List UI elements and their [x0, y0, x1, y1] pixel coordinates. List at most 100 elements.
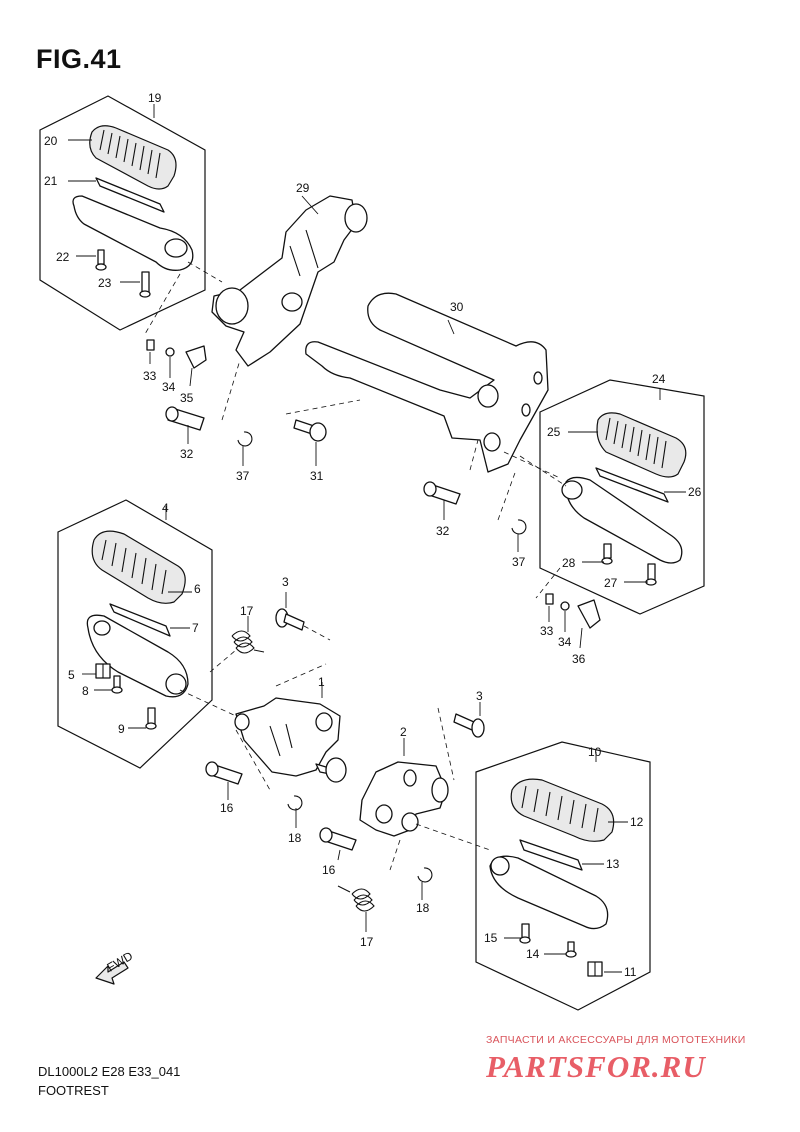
spring-33	[146, 339, 155, 351]
callout-29: 29	[296, 181, 310, 195]
spring-17-left	[231, 616, 265, 654]
callout-3-upper: 3	[282, 575, 289, 589]
callout-32-right: 32	[436, 524, 450, 538]
callout-14: 14	[526, 947, 540, 961]
rear-bracket-30	[305, 292, 561, 479]
callout-37-left: 37	[236, 469, 250, 483]
footpeg-assembly-10-group	[475, 741, 651, 1011]
bolt-3-lower	[437, 702, 485, 781]
callout-16-left: 16	[220, 801, 234, 815]
callout-23: 23	[98, 276, 112, 290]
bolt-15	[519, 923, 531, 944]
callout-35: 35	[180, 391, 194, 405]
bolt-22	[95, 249, 107, 271]
footpeg-body	[72, 195, 194, 271]
ball-34	[165, 347, 175, 357]
figure-title: FIG.41	[36, 44, 122, 74]
small-parts-33-36-right	[545, 593, 601, 649]
callout-16-right: 16	[322, 863, 336, 877]
rear-bracket-29	[211, 195, 368, 367]
callout-34-right: 34	[558, 635, 572, 649]
footpeg-assembly-19-group	[39, 95, 223, 335]
callout-32-left: 32	[180, 447, 194, 461]
footpeg-rubber-12	[510, 778, 615, 842]
footpeg-rubber-20	[89, 125, 177, 190]
callout-2: 2	[400, 725, 407, 739]
footpeg-assembly-4-group	[57, 499, 237, 769]
pin-32-right	[423, 439, 479, 520]
bolt-28	[601, 543, 613, 565]
clip-18-left	[287, 795, 303, 828]
callout-12: 12	[630, 815, 644, 829]
footpeg-body-lower-left	[86, 614, 189, 698]
callout-13: 13	[606, 857, 620, 871]
pin-16-right	[319, 827, 357, 861]
callout-25: 25	[547, 425, 561, 439]
callout-11: 11	[624, 965, 637, 979]
rubber-plate-13	[519, 839, 583, 871]
footpeg-bracket-1	[234, 663, 347, 791]
callout-5: 5	[68, 668, 75, 682]
callout-33-right: 33	[540, 624, 554, 638]
fwd-arrow-icon: FWD	[95, 949, 135, 985]
plate-35	[185, 345, 207, 369]
pin-32-left	[165, 406, 205, 444]
section-name: FOOTREST	[38, 1083, 109, 1098]
nut-5	[95, 663, 111, 679]
clip-18-right	[417, 867, 433, 900]
watermark-text: ЗАПЧАСТИ И АКСЕССУАРЫ ДЛЯ МОТОТЕХНИКИ	[486, 1034, 746, 1046]
footpeg-assembly-24-group	[519, 379, 705, 615]
callout-numbers: 19 20 21 22 23 29 30 33 34 35 32 37 31 3…	[44, 91, 702, 979]
bolt-9	[145, 707, 157, 730]
callout-17-right: 17	[360, 935, 374, 949]
callout-28: 28	[562, 556, 576, 570]
callout-1: 1	[318, 675, 325, 689]
callout-34-left: 34	[162, 380, 176, 394]
callout-18-right: 18	[416, 901, 430, 915]
callout-21: 21	[44, 174, 58, 188]
rubber-plate-26	[595, 467, 669, 503]
callout-6: 6	[194, 582, 201, 596]
watermark-logo: PARTSFOR.RU	[486, 1049, 706, 1084]
clip-37-left	[221, 359, 253, 466]
callout-30: 30	[450, 300, 464, 314]
washer-14	[565, 941, 577, 958]
callout-17-left: 17	[240, 604, 254, 618]
nut-11	[587, 961, 603, 977]
callout-27: 27	[604, 576, 618, 590]
callout-24: 24	[652, 372, 666, 386]
callout-8: 8	[82, 684, 89, 698]
callout-19: 19	[148, 91, 162, 105]
callout-7: 7	[192, 621, 199, 635]
callout-3-lower: 3	[476, 689, 483, 703]
callout-4: 4	[162, 501, 169, 515]
callout-10: 10	[588, 745, 602, 759]
callout-31: 31	[310, 469, 324, 483]
footpeg-body-right	[565, 476, 683, 564]
footpeg-rubber-25	[596, 412, 687, 478]
callout-9: 9	[118, 722, 125, 736]
footpeg-bracket-2	[359, 738, 491, 871]
callout-37-right: 37	[512, 555, 526, 569]
pin-16-left	[205, 761, 243, 800]
callout-18-left: 18	[288, 831, 302, 845]
callout-22: 22	[56, 250, 70, 264]
callout-20: 20	[44, 134, 58, 148]
callout-26: 26	[688, 485, 702, 499]
footpeg-rubber-6	[91, 530, 186, 604]
callout-15: 15	[484, 931, 498, 945]
bolt-3-upper	[275, 592, 331, 641]
bolt-23	[139, 271, 151, 298]
spring-17-right	[337, 885, 375, 932]
callout-36: 36	[572, 652, 586, 666]
rubber-plate-21	[95, 177, 165, 213]
clip-37-right	[497, 469, 527, 552]
bolt-31	[285, 399, 361, 466]
rubber-plate-7	[109, 603, 171, 637]
small-parts-33-35-left	[146, 339, 207, 387]
model-code: DL1000L2 E28 E33_041	[38, 1064, 181, 1079]
footpeg-body-lower-right	[489, 855, 609, 930]
washer-8	[111, 675, 123, 694]
